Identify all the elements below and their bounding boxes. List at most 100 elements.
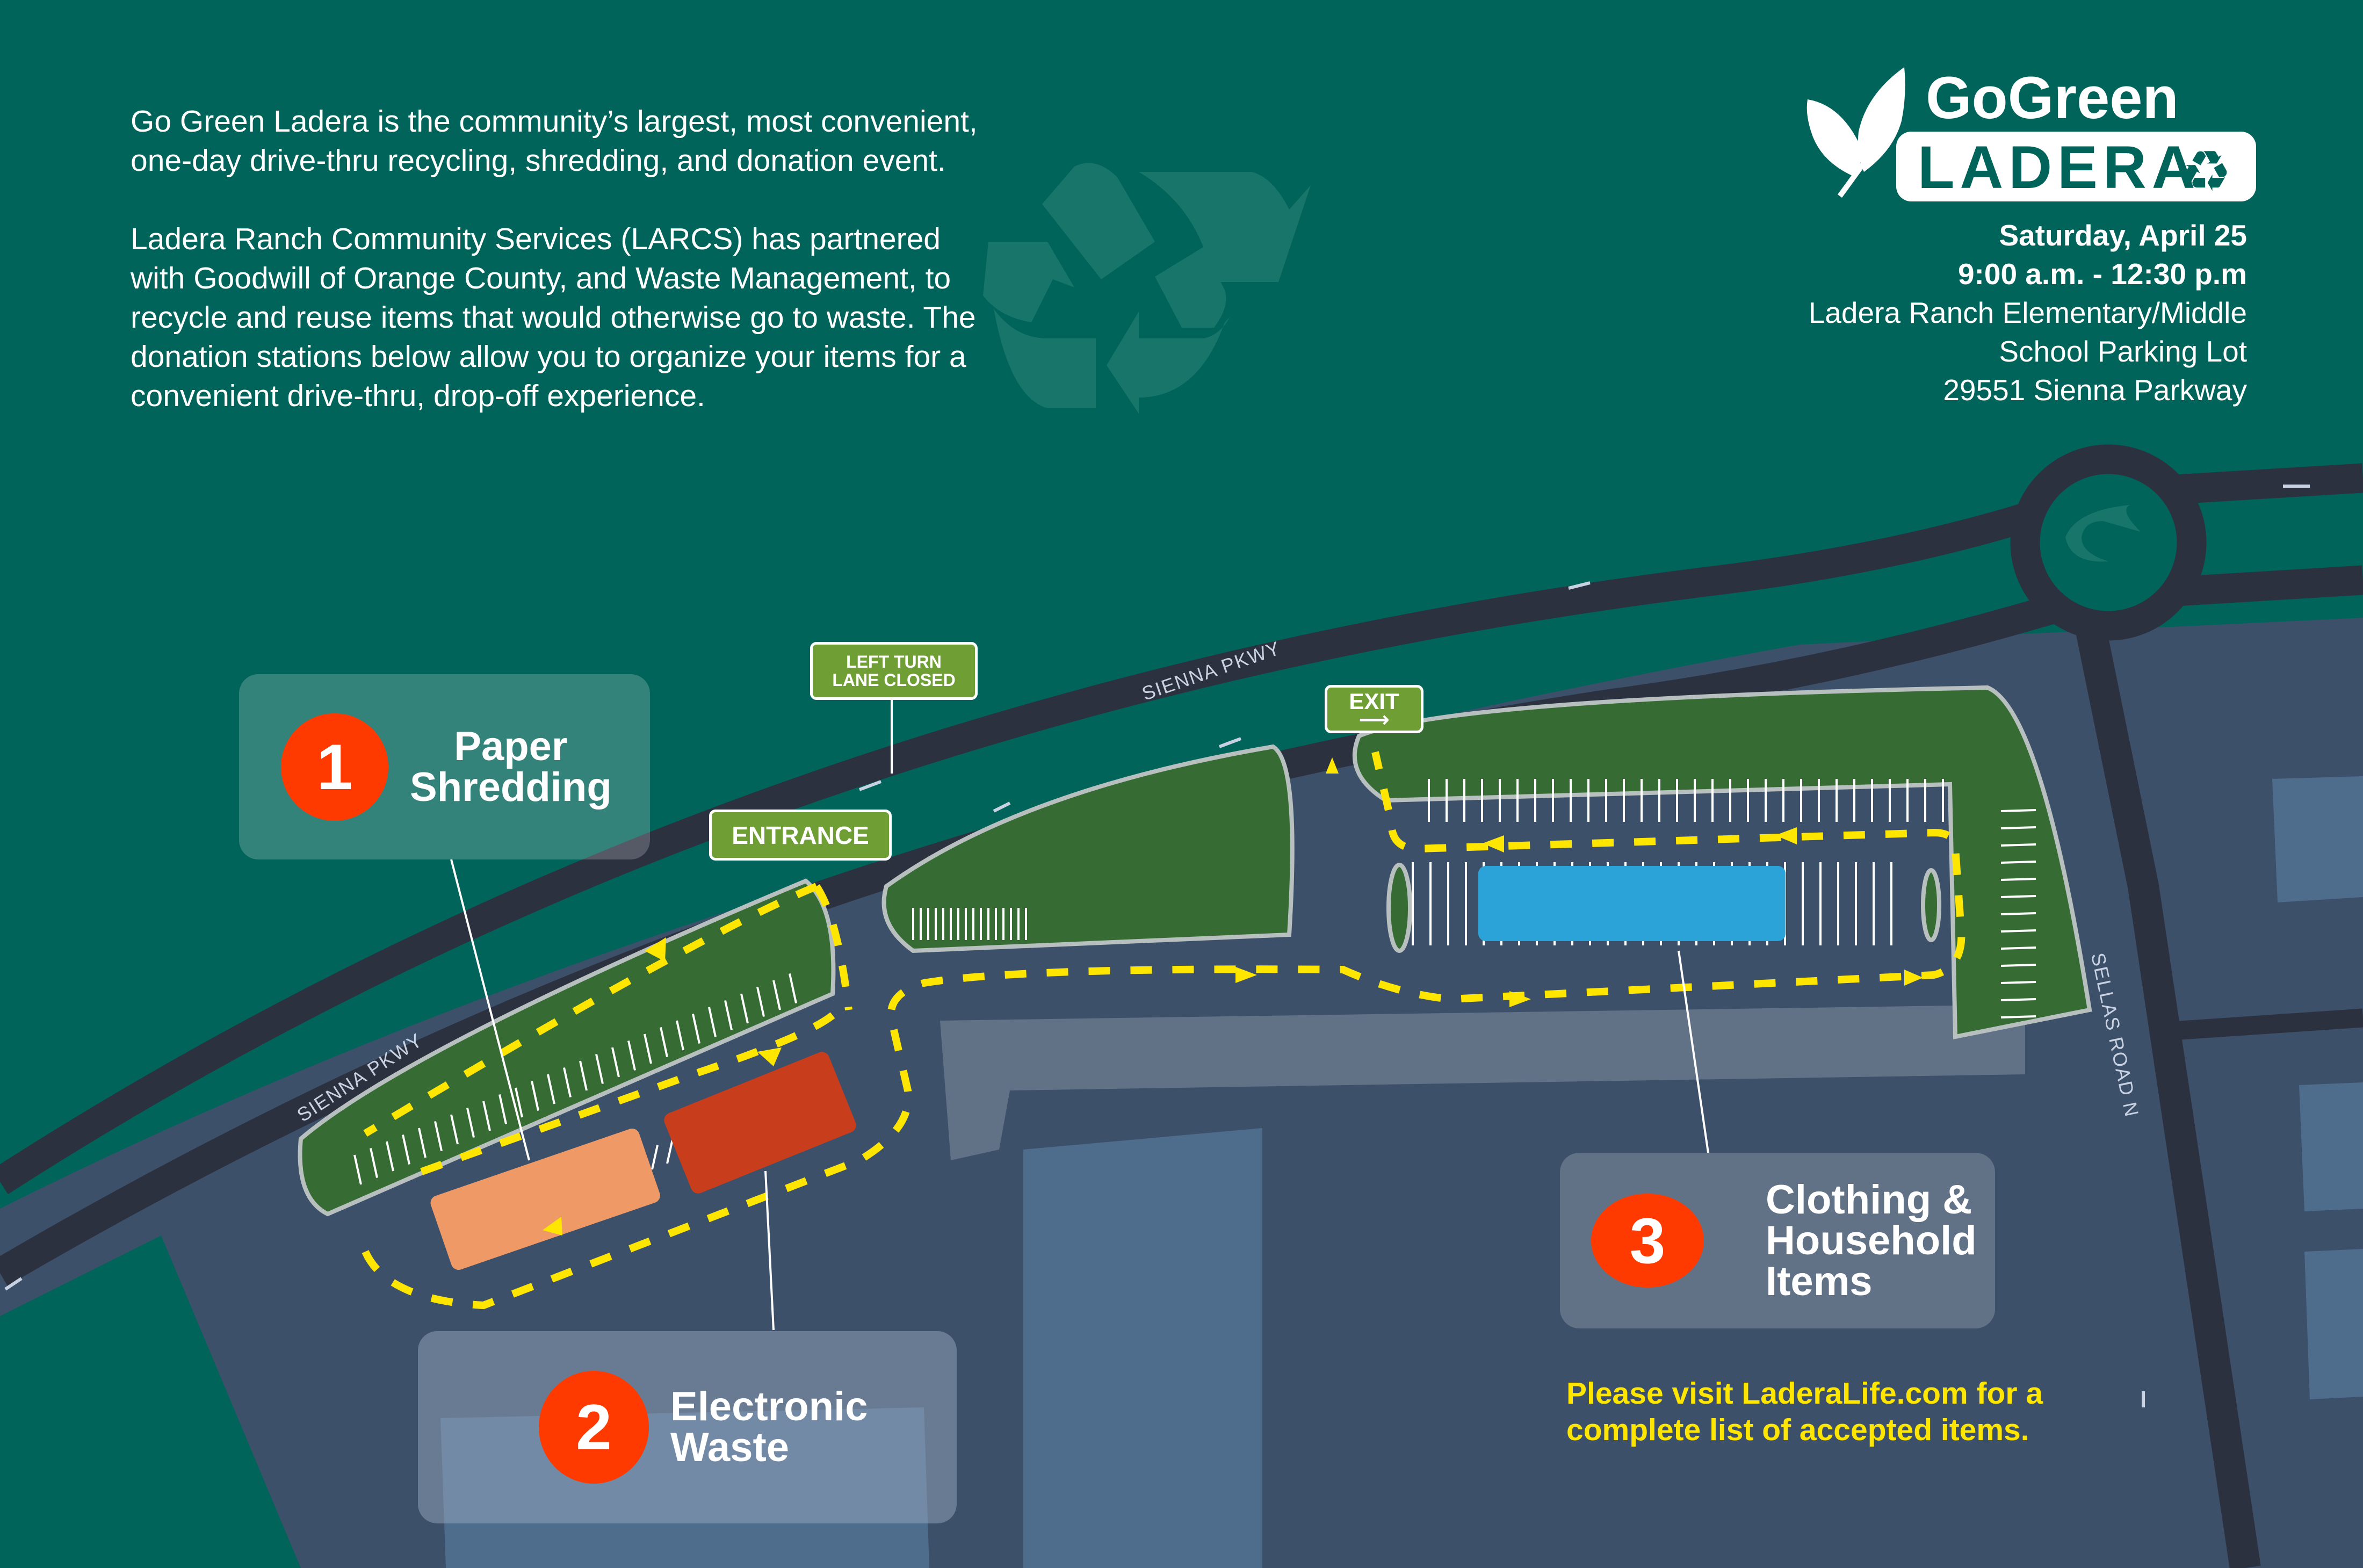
parking-stall-line bbox=[386, 1141, 394, 1172]
ladera-logo-icon bbox=[2065, 505, 2141, 562]
parking-stall-line bbox=[2000, 861, 2036, 864]
parking-stall-line bbox=[2000, 929, 2036, 933]
station-1-label-line-2: Shredding bbox=[410, 764, 612, 810]
parking-stall-line bbox=[692, 1014, 700, 1044]
intro-text: Go Green Ladera is the community’s large… bbox=[131, 102, 990, 455]
parking-stall-line bbox=[482, 1101, 491, 1131]
parking-stall-line bbox=[498, 1094, 507, 1124]
website-note: Please visit LaderaLife.com for a comple… bbox=[1566, 1375, 2043, 1448]
parking-stall-line bbox=[579, 1060, 588, 1091]
parking-stall-line bbox=[547, 1074, 555, 1104]
parking-stall-line bbox=[708, 1007, 717, 1037]
parking-stall-line bbox=[402, 1135, 410, 1165]
recycle-icon: ♻ bbox=[2181, 139, 2231, 204]
callout-leaders bbox=[450, 696, 1709, 1331]
parking-stall-line bbox=[676, 1020, 684, 1051]
station-1-label: Paper Shredding bbox=[410, 726, 612, 808]
station-3-badge: 3 bbox=[1591, 1194, 1704, 1288]
lane-arrows bbox=[4, 485, 2310, 1407]
road-sellas bbox=[2074, 620, 2261, 1568]
sidewalk bbox=[940, 1005, 2025, 1160]
parking-stall-line bbox=[2000, 826, 2036, 829]
grass-area bbox=[0, 1235, 301, 1568]
station-1-badge: 1 bbox=[281, 713, 388, 821]
website-note-line-1: Please visit LaderaLife.com for a bbox=[1566, 1376, 2043, 1411]
parking-stall-line bbox=[515, 1087, 523, 1118]
parking-stall-line bbox=[450, 1114, 459, 1145]
event-date: Saturday, April 25 bbox=[1999, 219, 2247, 252]
leaf-icon bbox=[1806, 67, 1905, 198]
station-3-label-line-1: Clothing & bbox=[1766, 1176, 1972, 1223]
sign-entrance: ENTRANCE bbox=[709, 810, 892, 861]
station-2-callout: 2 Electronic Waste bbox=[418, 1331, 957, 1523]
parking-stall-line bbox=[2000, 964, 2036, 967]
logo-banner bbox=[1896, 132, 2256, 201]
website-note-line-2: complete list of accepted items. bbox=[1566, 1413, 2029, 1447]
roundabout bbox=[2010, 444, 2207, 641]
parking-stall-line bbox=[2000, 895, 2036, 898]
event-venue-line-2: School Parking Lot bbox=[1999, 335, 2247, 368]
sign-left-turn-line-2: LANE CLOSED bbox=[832, 670, 956, 690]
station-1-label-line-1: Paper bbox=[454, 723, 568, 769]
route-arrows bbox=[543, 757, 1923, 1235]
parking-stall-line bbox=[789, 973, 797, 1003]
intro-paragraph-2: Ladera Ranch Community Services (LARCS) … bbox=[131, 222, 976, 413]
event-time: 9:00 a.m. - 12:30 p.m bbox=[1957, 257, 2247, 291]
parking-stall-line bbox=[466, 1108, 475, 1138]
parking-stall-line bbox=[2000, 878, 2036, 881]
parking-stall-line bbox=[611, 1047, 620, 1078]
station-1-zone bbox=[430, 1128, 660, 1270]
parking-stall-line bbox=[2000, 912, 2036, 915]
lot-area bbox=[0, 618, 2363, 1568]
grass-islands bbox=[298, 685, 2092, 1217]
road-sienna-pkwy bbox=[0, 463, 2363, 1195]
recycle-watermark-icon bbox=[983, 163, 1311, 414]
logo-title: GoGreen bbox=[1926, 65, 2179, 131]
event-info: Saturday, April 25 9:00 a.m. - 12:30 p.m… bbox=[1809, 216, 2247, 409]
parking-stall-line bbox=[353, 1154, 362, 1185]
road-side bbox=[2164, 1008, 2363, 1041]
intro-paragraph-1: Go Green Ladera is the community’s large… bbox=[131, 104, 978, 178]
event-address: 29551 Sienna Parkway bbox=[1943, 373, 2247, 407]
parking-stall-line bbox=[660, 1027, 668, 1057]
parking-stall-line bbox=[531, 1081, 539, 1111]
parking-stall-line bbox=[418, 1128, 427, 1158]
sign-exit: EXIT ⟶ bbox=[1325, 685, 1423, 733]
parking-stall-line bbox=[627, 1040, 636, 1071]
parking-stall-line bbox=[740, 993, 749, 1024]
station-3-label-line-3: Items bbox=[1766, 1258, 1873, 1304]
arrow-right-icon: ⟶ bbox=[1358, 708, 1390, 732]
station-2-badge: 2 bbox=[539, 1371, 649, 1484]
parking-stall-line bbox=[772, 980, 781, 1010]
parking-stall-line bbox=[563, 1067, 572, 1097]
traffic-route bbox=[362, 751, 1965, 1310]
sign-exit-label: EXIT bbox=[1349, 689, 1399, 714]
logo-subtitle: LADERA bbox=[1918, 134, 2201, 201]
station-2-label-line-1: Electronic bbox=[670, 1384, 868, 1429]
parking-stall-line bbox=[2000, 946, 2036, 950]
gogreen-ladera-logo: GoGreen LADERA ♻ bbox=[1806, 65, 2256, 204]
parking-stall-line bbox=[2000, 809, 2036, 812]
sign-left-turn-line-1: LEFT TURN bbox=[846, 652, 942, 671]
parking-stall-line bbox=[595, 1054, 604, 1084]
station-3-label-line-2: Household bbox=[1766, 1217, 1977, 1263]
parking-stall-line bbox=[2000, 843, 2036, 847]
station-1-callout: 1 Paper Shredding bbox=[239, 674, 650, 859]
parking-stall-line bbox=[724, 1000, 733, 1030]
parking-stall-line bbox=[2000, 981, 2036, 984]
parking-stall-line bbox=[434, 1121, 443, 1151]
parking-stall-line bbox=[644, 1034, 652, 1064]
parking-stall-line bbox=[651, 1145, 659, 1170]
parking-stall-line bbox=[2000, 1015, 2036, 1018]
station-2-zone bbox=[664, 1052, 856, 1194]
parking-stall-line bbox=[756, 987, 765, 1017]
parking-stall-line bbox=[2000, 998, 2036, 1001]
station-3-callout: 3 Clothing & Household Items bbox=[1560, 1153, 1995, 1328]
sign-left-turn-closed: LEFT TURN LANE CLOSED bbox=[810, 642, 978, 700]
parking-stall-line bbox=[370, 1148, 378, 1178]
event-venue-line-1: Ladera Ranch Elementary/Middle bbox=[1808, 296, 2247, 329]
station-2-label-line-2: Waste bbox=[670, 1425, 790, 1470]
station-3-zone bbox=[1478, 866, 1786, 941]
parking-stall-line bbox=[666, 1139, 674, 1164]
